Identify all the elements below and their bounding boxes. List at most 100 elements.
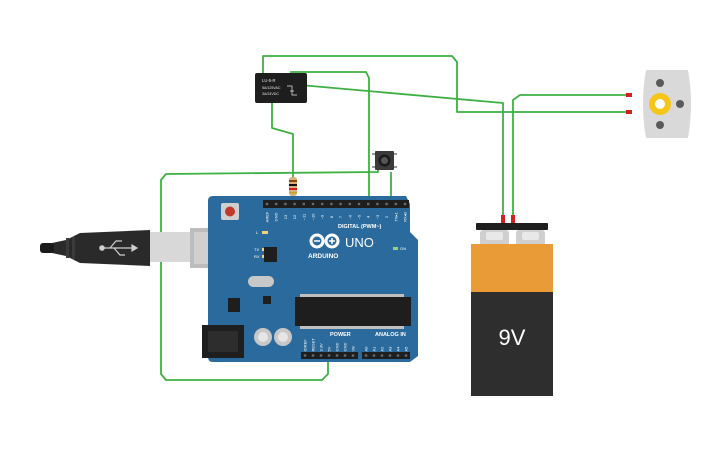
pin-label: 8 xyxy=(329,215,334,218)
wire-relay-to-resistor[interactable] xyxy=(271,101,294,177)
pin-label: A1 xyxy=(372,346,377,352)
pin-socket[interactable] xyxy=(343,354,347,357)
wire-button-to-5v[interactable] xyxy=(160,162,379,381)
gear-icon xyxy=(649,93,671,115)
pin-socket[interactable] xyxy=(339,202,342,206)
model-label: UNO xyxy=(345,235,374,250)
pin-label: GND xyxy=(343,343,348,352)
chip-pins xyxy=(300,294,404,329)
pin-label: GND xyxy=(274,212,279,221)
relay-rating-2: 3A/24VDC xyxy=(262,92,279,96)
analog-label: ANALOG IN xyxy=(375,332,406,338)
pin-socket[interactable] xyxy=(327,354,331,357)
pin-socket[interactable] xyxy=(293,202,296,206)
pin-label: RX◂0 xyxy=(403,211,408,222)
pin-label: ~10 xyxy=(311,213,316,221)
pin-socket[interactable] xyxy=(311,202,315,206)
pin-label: ~11 xyxy=(301,213,306,220)
pin-label: RESET xyxy=(311,338,316,352)
relay[interactable]: LU-5-R 5A/125VAC 3A/24VDC xyxy=(255,73,307,103)
pin-label: AREF xyxy=(265,211,270,222)
pin-socket[interactable] xyxy=(357,202,361,206)
battery-wire-end-2 xyxy=(511,215,515,223)
digital-header xyxy=(263,200,409,208)
arduino-uno-board[interactable]: AREF GND 13 12 ~11 ~10 ~9 8 7 ~6 ~5 4 ~3 2 TX▸1 RX◂0 DI… xyxy=(202,196,418,362)
battery-9v[interactable]: 9V xyxy=(471,215,553,396)
pin-label: 12 xyxy=(292,214,297,219)
pin-socket[interactable] xyxy=(351,354,355,357)
wire-relay-to-motor[interactable] xyxy=(299,84,504,220)
pin-socket[interactable] xyxy=(265,202,269,206)
l-label: L xyxy=(256,230,259,235)
pin-label: A0 xyxy=(364,346,369,352)
pin-label: 5V xyxy=(327,346,332,351)
pin-socket[interactable] xyxy=(275,202,278,206)
pin-socket[interactable] xyxy=(380,354,384,357)
pin-socket[interactable] xyxy=(302,202,305,206)
on-label: ON xyxy=(400,246,406,251)
pin-label: ~5 xyxy=(357,214,362,219)
tx-label: TX xyxy=(254,247,259,252)
pin-socket[interactable] xyxy=(396,354,400,357)
pin-socket[interactable] xyxy=(364,354,368,357)
pin-label: ~9 xyxy=(320,214,325,219)
analog-header xyxy=(362,352,410,359)
wire-relay-to-pin5[interactable] xyxy=(290,71,370,205)
relay-model: LU-5-R xyxy=(262,78,276,83)
relay-rating-1: 5A/125VAC xyxy=(262,86,281,90)
wire-relay-top[interactable] xyxy=(262,55,632,113)
motor-terminal-1 xyxy=(626,93,632,97)
pin-label: Vin xyxy=(351,346,356,352)
pin-socket[interactable] xyxy=(372,354,376,357)
pin-socket[interactable] xyxy=(311,354,315,357)
pin-label: ~6 xyxy=(347,214,352,219)
battery-snap xyxy=(476,223,548,230)
pin-label: 13 xyxy=(283,214,288,219)
pin-label: 7 xyxy=(338,215,343,218)
pin-label: A3 xyxy=(388,346,393,352)
push-button[interactable] xyxy=(372,151,397,170)
pin-socket[interactable] xyxy=(284,202,287,206)
pin-socket[interactable] xyxy=(303,354,307,357)
atmega-chip xyxy=(295,297,411,326)
digital-label: DIGITAL (PWM~) xyxy=(338,224,382,230)
rx-label: RX xyxy=(254,254,260,259)
power-label: POWER xyxy=(330,332,351,338)
pin-socket[interactable] xyxy=(319,354,323,357)
pin-socket[interactable] xyxy=(335,354,339,357)
pin-label: ~3 xyxy=(375,214,380,219)
pin-socket[interactable] xyxy=(376,202,379,206)
pin-label: A5 xyxy=(404,346,409,352)
pin-label: A4 xyxy=(396,346,401,352)
pin-label: TX▸1 xyxy=(393,212,398,222)
motor-terminal-2 xyxy=(626,110,632,114)
pin-label: 2 xyxy=(384,215,389,218)
pin-socket[interactable] xyxy=(348,202,351,206)
pin-label: GND xyxy=(335,343,340,352)
pin-label: IOREF xyxy=(303,339,308,352)
wire-battery-to-motor[interactable] xyxy=(512,94,632,220)
digital-pin-labels: AREF GND 13 12 ~11 ~10 ~9 8 7 ~6 ~5 4 ~3 2 TX▸1 RX◂0 xyxy=(265,202,408,222)
pin-label: 4 xyxy=(366,215,371,218)
arduino-logo-icon xyxy=(309,233,340,249)
brand-label: ARDUINO xyxy=(308,253,338,260)
wires xyxy=(160,55,632,381)
pin-socket[interactable] xyxy=(388,354,392,357)
pin-label: A2 xyxy=(380,346,385,352)
relay-coil-icon xyxy=(287,85,297,96)
pin-socket[interactable] xyxy=(321,202,324,206)
pin-label: 3.3V xyxy=(319,343,324,352)
pin-socket[interactable] xyxy=(404,354,408,357)
dc-motor[interactable] xyxy=(626,70,691,138)
pin-socket[interactable] xyxy=(330,202,333,206)
pin-socket[interactable] xyxy=(385,202,388,206)
battery-wire-end-1 xyxy=(501,215,505,223)
resistor[interactable] xyxy=(289,177,297,196)
battery-label: 9V xyxy=(499,325,526,350)
pin-socket[interactable] xyxy=(394,202,397,206)
pin-socket[interactable] xyxy=(403,202,407,206)
pin-socket[interactable] xyxy=(367,202,370,206)
